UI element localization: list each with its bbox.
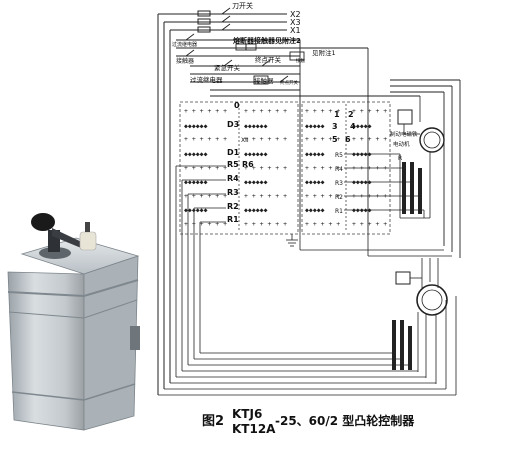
svg-text:R5: R5	[227, 160, 239, 169]
svg-text:+ + + + +: + + + + +	[305, 135, 340, 143]
svg-text:XII: XII	[241, 137, 249, 144]
svg-text:+ + + + + +: + + + + + +	[244, 107, 287, 115]
svg-text:终点开关: 终点开关	[280, 79, 298, 86]
svg-text:◆◆◆◆◆◆: ◆◆◆◆◆◆	[184, 206, 208, 214]
svg-text:R2: R2	[227, 202, 239, 211]
svg-text:R3: R3	[227, 188, 239, 197]
svg-text:R5: R5	[335, 152, 343, 159]
svg-text:◆◆◆◆◆◆: ◆◆◆◆◆◆	[184, 178, 208, 186]
svg-text:见附注1: 见附注1	[312, 48, 336, 57]
control-labels: 熔断器接触器见附注2 见附注1 过流继电器 接触器 紧急开关 终点开关 接触器 …	[172, 36, 336, 86]
svg-text:+ + + + + +: + + + + + +	[184, 220, 227, 228]
svg-text:终点开关: 终点开关	[255, 55, 282, 64]
svg-text:◆◆◆◆◆: ◆◆◆◆◆	[352, 122, 372, 130]
left-contact-leads	[175, 165, 298, 377]
svg-text:接触器: 接触器	[176, 57, 194, 65]
svg-text:过流继电器: 过流继电器	[172, 41, 197, 48]
svg-text:制动电磁铁: 制动电磁铁	[390, 130, 418, 138]
svg-text:接触器: 接触器	[254, 76, 274, 85]
upper-resistor-bank: R	[398, 152, 431, 219]
svg-text:◆◆◆◆◆◆: ◆◆◆◆◆◆	[244, 122, 268, 130]
svg-text:+ + + + + +: + + + + + +	[244, 164, 287, 172]
svg-text:+ + + + + +: + + + + + +	[244, 192, 287, 200]
svg-text:5: 5	[332, 135, 338, 144]
svg-text:D1: D1	[227, 148, 240, 157]
svg-text:R1: R1	[335, 208, 343, 215]
svg-text:R1: R1	[227, 215, 239, 224]
return-lines	[158, 296, 457, 396]
svg-text:2: 2	[348, 110, 354, 119]
svg-text:◆◆◆◆◆: ◆◆◆◆◆	[305, 150, 325, 158]
svg-text:电动机: 电动机	[393, 140, 410, 148]
svg-text:◆◆◆◆◆◆: ◆◆◆◆◆◆	[184, 122, 208, 130]
svg-text:+ + + + +: + + + + +	[305, 164, 340, 172]
svg-text:+ + + + + +: + + + + + +	[184, 135, 227, 143]
svg-text:3: 3	[332, 122, 338, 131]
caption-model-bottom: KT12A	[232, 422, 276, 436]
svg-text:0: 0	[234, 101, 240, 110]
svg-text:+ + + + +: + + + + +	[305, 192, 340, 200]
svg-text:R3: R3	[335, 180, 343, 187]
svg-text:X3: X3	[290, 18, 301, 27]
svg-text:6: 6	[345, 135, 351, 144]
svg-text:◆◆◆◆◆◆: ◆◆◆◆◆◆	[184, 150, 208, 158]
caption-fig-number: 图2	[202, 414, 224, 429]
figure-caption: 图2 KTJ6 KT12A -25、60/2 型凸轮控制器	[202, 407, 415, 436]
upper-motor: 制动电磁铁 电动机	[390, 79, 461, 258]
svg-text:+ + + + +: + + + + +	[352, 107, 387, 115]
supply-labels: 刀开关 X2 X3 X1	[232, 1, 301, 35]
caption-title: -25、60/2 型凸轮控制器	[275, 413, 415, 428]
svg-text:X1: X1	[290, 26, 301, 35]
supply-lines	[157, 7, 287, 395]
controller-photo	[7, 213, 140, 431]
svg-text:◆◆◆◆◆: ◆◆◆◆◆	[305, 178, 325, 186]
svg-text:+ + + + + +: + + + + + +	[244, 220, 287, 228]
svg-text:R4: R4	[227, 174, 239, 183]
svg-text:R4: R4	[335, 166, 343, 173]
svg-text:◆◆◆◆◆: ◆◆◆◆◆	[305, 206, 325, 214]
svg-text:过流继电器: 过流继电器	[190, 75, 223, 84]
svg-text:D3: D3	[227, 120, 239, 129]
svg-text:X2: X2	[290, 10, 301, 19]
control-circuit	[176, 33, 420, 230]
svg-text:4: 4	[350, 122, 356, 131]
svg-text:+ + + + +: + + + + +	[305, 220, 340, 228]
svg-text:紧急开关: 紧急开关	[214, 63, 241, 72]
svg-text:接触: 接触	[296, 57, 305, 64]
svg-text:◆◆◆◆◆: ◆◆◆◆◆	[305, 122, 325, 130]
lower-resistor-bank	[392, 312, 437, 384]
svg-text:R6: R6	[242, 160, 254, 169]
svg-text:熔断器接触器见附注2: 熔断器接触器见附注2	[233, 36, 301, 45]
svg-text:刀开关: 刀开关	[232, 1, 253, 10]
svg-text:+ + + + +: + + + + +	[352, 135, 387, 143]
svg-text:◆◆◆◆◆◆: ◆◆◆◆◆◆	[244, 206, 268, 214]
svg-text:◆◆◆◆◆◆: ◆◆◆◆◆◆	[244, 178, 268, 186]
svg-text:R2: R2	[335, 194, 343, 201]
svg-text:+ + + + + +: + + + + + +	[184, 107, 227, 115]
svg-text:+ + + + +: + + + + +	[305, 107, 340, 115]
svg-text:◆◆◆◆◆◆: ◆◆◆◆◆◆	[244, 150, 268, 158]
svg-text:+ + + + + +: + + + + + +	[184, 164, 227, 172]
svg-text:+ + + + +: + + + + +	[352, 220, 387, 228]
svg-text:+ + + + + +: + + + + + +	[184, 192, 227, 200]
left-cam-controller: + + + + + + + + + + + + ◆◆◆◆◆◆ ◆◆◆◆◆◆ + …	[179, 101, 299, 235]
svg-text:1: 1	[334, 110, 340, 119]
lower-motor	[299, 230, 452, 316]
svg-text:+ + + + + +: + + + + + +	[244, 135, 287, 143]
caption-model-top: KTJ6	[232, 407, 262, 421]
